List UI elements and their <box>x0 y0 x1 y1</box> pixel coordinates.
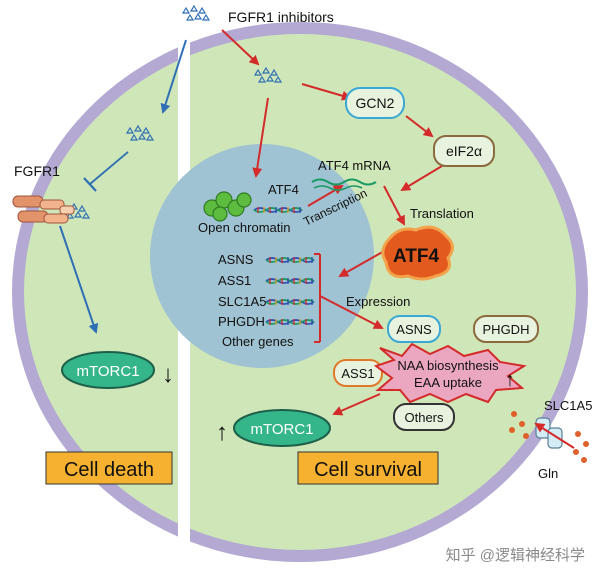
gene-label-slc1a5: SLC1A5 <box>218 294 266 309</box>
mtorc1-left <box>61 351 155 389</box>
inhibitor-to-membrane-arrow <box>160 39 187 114</box>
cell-death-box <box>45 451 173 485</box>
gln-label: Gln <box>538 466 558 481</box>
inhibitors-to-cluster-arrow <box>221 29 260 66</box>
translation-label: Translation <box>410 206 474 221</box>
cluster-to-nucleus-arrow <box>252 97 269 178</box>
mtorc1-right <box>233 409 331 447</box>
cell-death-label: Cell death <box>64 459 154 481</box>
atf4-protein-label: ATF4 <box>393 246 440 267</box>
phgdh-node <box>473 315 539 343</box>
naa-starburst <box>373 342 527 404</box>
gene-label-phgdh: PHGDH <box>218 314 265 329</box>
cell-survival-box <box>297 451 439 485</box>
fgfr1-inhibition-bar <box>83 177 97 192</box>
phgdh-node-label: PHGDH <box>483 322 530 337</box>
gcn2-label: GCN2 <box>356 95 395 111</box>
starburst-to-mtorc1-arrow <box>332 393 381 416</box>
watermark: 知乎 @逻辑神经科学 <box>446 547 585 564</box>
slc1a5-transporter <box>534 417 575 449</box>
asns-node <box>387 315 441 343</box>
slc1a5-label: SLC1A5 <box>544 398 592 413</box>
naa-line2: EAA uptake <box>414 375 482 390</box>
naa-line1: NAA biosynthesis <box>397 358 499 373</box>
mtorc1-up-arrow: ↑ <box>216 419 228 446</box>
cell-survival-label: Cell survival <box>314 459 422 481</box>
naa-up-arrow: ↑ <box>505 369 515 391</box>
gene-label-asns: ASNS <box>218 252 254 267</box>
atf4-to-genes-arrow <box>338 249 387 277</box>
mtorc1-left-label: mTORC1 <box>76 363 139 380</box>
fgfr1-inhibition-line <box>89 151 129 185</box>
others-node-label: Others <box>404 410 444 425</box>
gene-label-ass1: ASS1 <box>218 273 251 288</box>
eif2a-label: eIF2α <box>446 143 482 159</box>
left-cell <box>12 47 178 537</box>
atf4-small-label: ATF4 <box>268 182 299 197</box>
fgfr1-receptor <box>12 195 75 224</box>
gene-list: ASNS ASS1 SLC1A5 PHGDH Other genes <box>218 252 315 349</box>
eif2a-to-mrna-arrow <box>400 165 443 192</box>
atf4-mrna-strand-2 <box>313 185 363 191</box>
mrna-to-atf4-arrow <box>383 185 405 226</box>
others-node <box>393 403 455 431</box>
asns-node-label: ASNS <box>396 322 432 337</box>
inhibitor-cluster-top <box>182 5 210 21</box>
mtorc1-down-arrow: ↓ <box>162 361 174 388</box>
cluster-to-gcn2-arrow <box>301 83 352 101</box>
ass1-node-label: ASS1 <box>341 366 374 381</box>
mtorc1-right-label: mTORC1 <box>250 421 313 438</box>
ass1-node <box>333 359 383 387</box>
gcn2-to-eif2a-arrow <box>405 115 434 138</box>
atf4-protein <box>381 225 454 281</box>
open-chromatin <box>203 191 303 222</box>
atf4-mrna-strand <box>311 178 377 186</box>
gcn2-node <box>345 87 405 119</box>
fgfr1-inhibitors-label: FGFR1 inhibitors <box>228 9 334 25</box>
open-chromatin-label: Open chromatin <box>198 220 291 235</box>
gene-label-other: Other genes <box>222 334 294 349</box>
expression-arrow <box>319 295 384 329</box>
fgfr1-to-mtorc1-arrow <box>59 225 99 334</box>
expression-label: Expression <box>346 294 410 309</box>
glutamine-dots <box>509 411 589 463</box>
eif2a-node <box>433 135 495 167</box>
fgfr1-label: FGFR1 <box>14 163 60 179</box>
atf4-mrna-label: ATF4 mRNA <box>318 158 391 173</box>
